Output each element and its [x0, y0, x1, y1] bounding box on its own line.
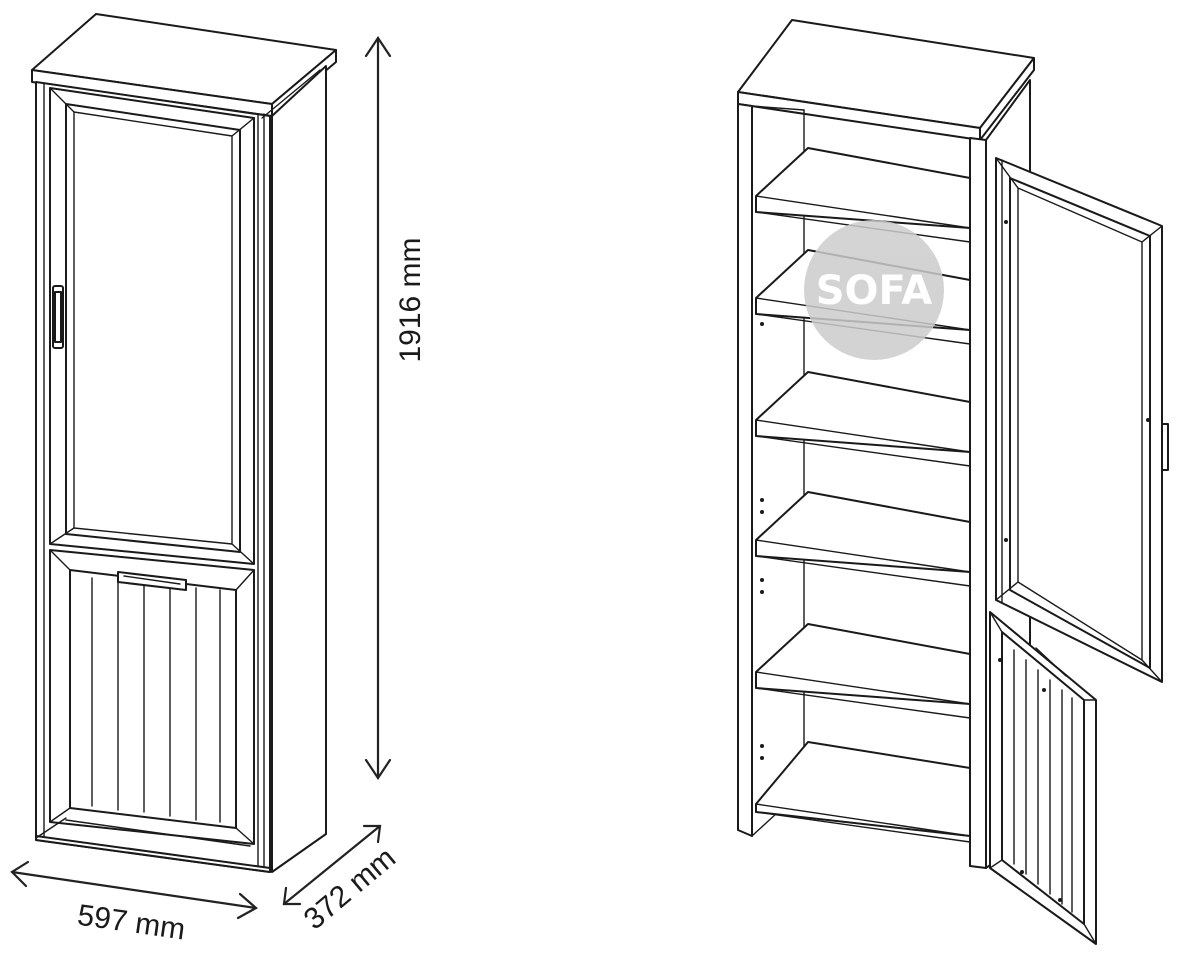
- watermark-circle: [804, 220, 944, 360]
- door-handle: [52, 285, 64, 349]
- shelf-3: [755, 371, 971, 467]
- open-cabinet-top: [737, 19, 1035, 141]
- drawer-handle: [117, 571, 187, 591]
- cabinet-front: [35, 69, 321, 873]
- sofa-watermark-logo: SOFA: [804, 220, 944, 360]
- height-dimension: 1916 mm: [364, 36, 427, 780]
- open-door-handle: [1161, 423, 1169, 471]
- width-label: 597 mm: [75, 899, 187, 947]
- cabinet-side-panel: [271, 65, 327, 873]
- depth-label: 372 mm: [298, 841, 402, 936]
- shelf-pin-holes: [760, 322, 764, 760]
- watermark-text: SOFA: [816, 268, 933, 314]
- closed-cabinet-drawing: [31, 13, 337, 873]
- height-label: 1916 mm: [394, 237, 427, 362]
- width-dimension: 597 mm: [10, 860, 258, 947]
- bottom-shelf: [755, 741, 971, 843]
- shelf-4: [755, 491, 971, 587]
- glass-door-frame: [49, 87, 255, 565]
- shelf-1: [755, 147, 971, 243]
- lower-panel-door: [49, 549, 255, 845]
- open-glass-door: [995, 157, 1169, 683]
- open-lower-door: [989, 611, 1097, 945]
- cabinet-plinth: [35, 817, 271, 873]
- open-cabinet-drawing: [737, 19, 1169, 945]
- shelf-5: [755, 623, 971, 719]
- open-cabinet-back: [751, 109, 805, 837]
